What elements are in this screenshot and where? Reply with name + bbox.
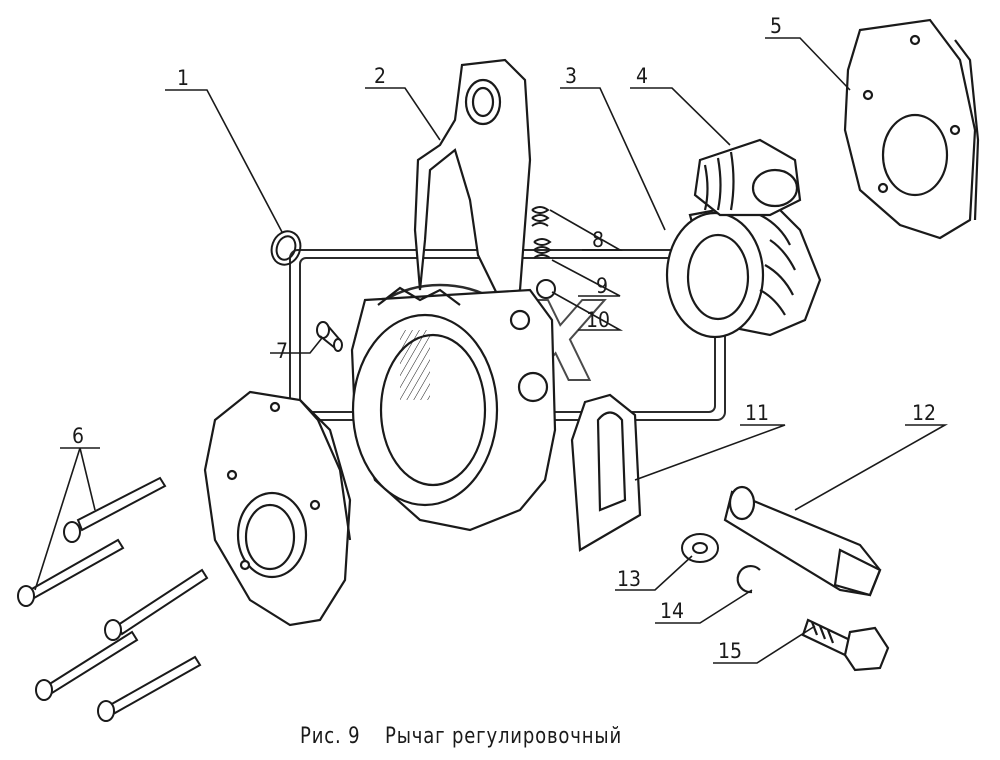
part-4-worm — [693, 138, 802, 217]
figure-number: Рис. 9 — [300, 724, 361, 749]
callout-11: 11 — [745, 401, 769, 425]
callout-6: 6 — [72, 424, 84, 448]
part-9-spring — [533, 238, 552, 259]
callout-2: 2 — [374, 64, 386, 88]
callout-8: 8 — [592, 228, 604, 252]
figure-caption: Рис. 9 Рычаг регулировочный — [300, 724, 640, 749]
callout-1: 1 — [177, 66, 189, 90]
callout-7: 7 — [276, 339, 288, 363]
callout-3: 3 — [565, 64, 577, 88]
part-12-pin — [723, 485, 882, 597]
callout-13: 13 — [617, 567, 641, 591]
part-15-bolt — [801, 618, 890, 672]
part-2-lever-body — [350, 58, 557, 532]
part-cover-plate-left — [203, 390, 352, 627]
part-3-gear — [665, 198, 822, 339]
callout-14: 14 — [660, 599, 684, 623]
callout-4: 4 — [636, 64, 648, 88]
callout-10: 10 — [586, 308, 610, 332]
part-8-spring — [531, 206, 550, 227]
figure-title: Рычаг регулировочный — [384, 724, 622, 749]
part-13-washer — [681, 533, 719, 563]
part-14-circlip — [736, 565, 761, 594]
leader-lines — [34, 37, 949, 664]
part-10-ball — [536, 279, 556, 299]
callout-5: 5 — [770, 14, 782, 38]
callout-9: 9 — [596, 274, 608, 298]
part-6-pins — [17, 476, 209, 722]
callout-labels: 1 2 3 4 5 6 7 8 9 10 11 12 13 14 15 — [72, 14, 936, 663]
part-5-cover-plate — [843, 18, 980, 240]
callout-15: 15 — [718, 639, 742, 663]
part-7-grease-fitting — [316, 321, 343, 352]
callout-12: 12 — [912, 401, 936, 425]
part-1-plug — [270, 230, 302, 266]
part-11-lock-plate — [570, 393, 642, 552]
